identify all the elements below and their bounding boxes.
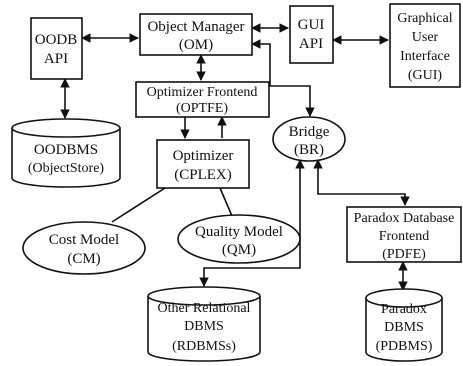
edge-bridge-rdbms <box>199 159 305 287</box>
node-other-rdbms: Other Relational DBMS (RDBMSs) <box>147 286 261 362</box>
gui-line3: Interface <box>400 49 450 64</box>
object-manager-line2: (OM) <box>179 37 213 53</box>
node-paradox-frontend: Paradox Database Frontend (PDFE) <box>346 206 462 263</box>
node-oodbms: OODBMS (ObjectStore) <box>11 118 121 188</box>
gui-line1: Graphical <box>397 11 452 26</box>
node-optimizer-frontend: Optimizer Frontend (OPTFE) <box>135 81 270 118</box>
paradox-dbms-line3: (PDBMS) <box>376 339 433 354</box>
node-cost-model: Cost Model (CM) <box>22 221 146 275</box>
optimizer-frontend-line2: (OPTFE) <box>176 101 228 116</box>
paradox-frontend-line2: Frontend <box>379 229 430 244</box>
node-gui: Graphical User Interface (GUI) <box>389 3 461 88</box>
bridge-line1: Bridge <box>289 124 330 140</box>
quality-model-line1: Quality Model <box>195 224 283 240</box>
optimizer-line1: Optimizer <box>173 148 234 164</box>
quality-model-line2: (QM) <box>222 242 256 258</box>
edge-om-bridge <box>251 39 315 117</box>
object-manager-line1: Object Manager <box>147 19 244 35</box>
node-gui-api: GUI API <box>289 5 334 64</box>
connectors <box>60 23 410 291</box>
node-object-manager: Object Manager (OM) <box>139 13 253 56</box>
optimizer-frontend-line1: Optimizer Frontend <box>147 85 258 100</box>
edge-bridge-pdfe <box>313 159 410 206</box>
other-rdbms-line2: DBMS <box>184 319 224 334</box>
other-rdbms-line1: Other Relational <box>158 301 251 316</box>
paradox-dbms-line1: Paradox <box>381 302 427 317</box>
other-rdbms-line3: (RDBMSs) <box>172 339 236 354</box>
oodbms-line1: OODBMS <box>34 142 98 158</box>
oodb-api-line1: OODB <box>35 32 78 48</box>
paradox-frontend-line3: (PDFE) <box>382 247 426 262</box>
node-optimizer: Optimizer (CPLEX) <box>156 139 250 189</box>
oodb-api-line2: API <box>44 51 68 67</box>
oodbms-line2: (ObjectStore) <box>28 161 105 176</box>
optimizer-line2: (CPLEX) <box>174 167 232 183</box>
node-paradox-dbms: Paradox DBMS (PDBMS) <box>365 288 443 362</box>
edge-optimizer-qm <box>219 187 233 217</box>
gui-line2: User <box>412 30 439 45</box>
gui-api-line2: API <box>299 36 323 52</box>
paradox-frontend-line1: Paradox Database <box>354 211 455 226</box>
paradox-dbms-line2: DBMS <box>384 320 424 335</box>
bridge-line2: (BR) <box>294 142 324 158</box>
node-quality-model: Quality Model (QM) <box>177 214 301 264</box>
node-bridge: Bridge (BR) <box>272 116 346 162</box>
gui-line4: (GUI) <box>408 68 443 83</box>
cost-model-line2: (CM) <box>67 251 100 267</box>
gui-api-line1: GUI <box>298 17 325 33</box>
cost-model-line1: Cost Model <box>49 232 119 248</box>
node-oodb-api: OODB API <box>30 17 83 80</box>
edge-optimizer-cm <box>111 187 166 223</box>
